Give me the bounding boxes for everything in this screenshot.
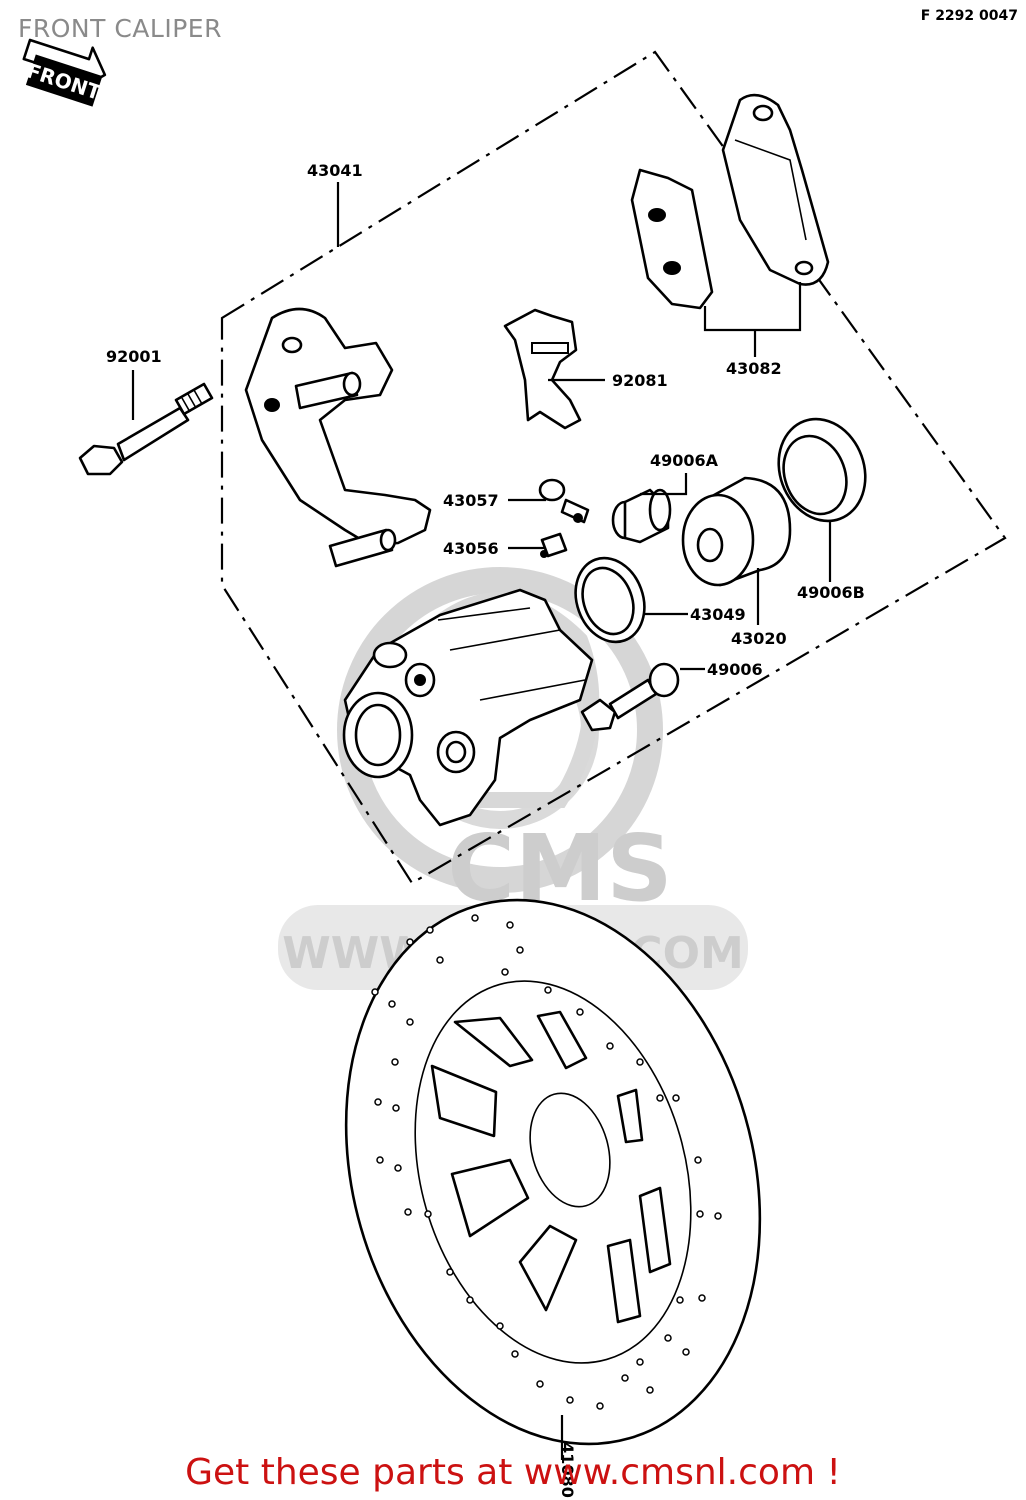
part-labels: 43041 92001 43082 92081 49006A 43057 430…: [106, 161, 865, 1498]
dust-boot: [611, 488, 672, 544]
bleed-cap: [540, 532, 568, 558]
leader-lines: [131, 182, 832, 1460]
label-49006B: 49006B: [797, 583, 865, 602]
label-41080: 41080: [558, 1442, 577, 1498]
label-43041: 43041: [307, 161, 363, 180]
assembly-boundary: [220, 50, 1007, 885]
piston: [681, 476, 792, 587]
brake-pad-outer: [721, 93, 830, 286]
slide-pin: [580, 662, 680, 732]
bleed-valve: [538, 478, 590, 524]
figure-code: F 2292 0047: [920, 8, 1018, 24]
label-43057: 43057: [443, 491, 499, 510]
label-43020: 43020: [731, 629, 787, 648]
label-92081: 92081: [612, 371, 668, 390]
front-direction-tag: FRONT: [22, 38, 107, 107]
brake-disc: [344, 898, 762, 1446]
page-title: FRONT CALIPER: [18, 14, 222, 43]
label-92001: 92001: [106, 347, 162, 366]
bracket-bolt: [78, 382, 214, 476]
o-ring: [574, 556, 646, 644]
shop-link[interactable]: Get these parts at www.cmsnl.com !: [185, 1452, 841, 1493]
label-43082: 43082: [726, 359, 782, 378]
label-43049: 43049: [690, 605, 746, 624]
brake-pad-inner: [630, 168, 714, 310]
piston-seal: [777, 417, 867, 523]
label-49006: 49006: [707, 660, 763, 679]
pad-spring: [503, 308, 582, 430]
label-43056: 43056: [443, 539, 499, 558]
disc-holes: [371, 914, 722, 1410]
caliper-body: [342, 588, 594, 827]
caliper-bracket: [244, 307, 432, 568]
label-49006A: 49006A: [650, 451, 719, 470]
